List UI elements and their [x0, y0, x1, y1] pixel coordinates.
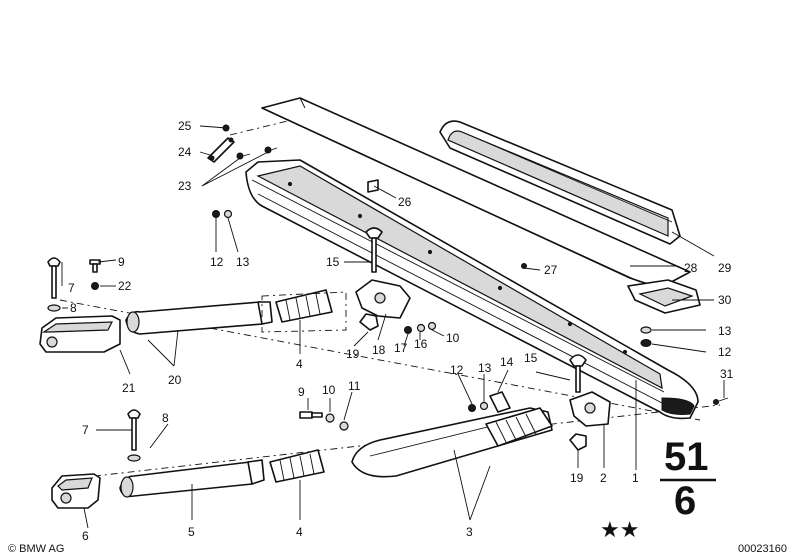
group-main-number: 51 — [664, 435, 709, 479]
callout-16: 16 — [414, 337, 428, 351]
part-27-screw — [521, 263, 527, 269]
callout-11: 11 — [348, 379, 361, 393]
callout-6: 6 — [82, 529, 89, 543]
callout-8-bottom: 8 — [162, 411, 169, 425]
part-12-nut-right — [640, 339, 652, 347]
part-12-nut-mid — [468, 404, 476, 412]
part-13-washer-mid — [479, 401, 489, 411]
callout-30: 30 — [718, 293, 732, 307]
part-1-bumper-bar — [245, 159, 699, 420]
callout-15-bottom: 15 — [524, 351, 538, 365]
shock-axis-upper — [261, 291, 347, 333]
group-sub-number: 6 — [674, 479, 696, 523]
callout-5: 5 — [188, 525, 195, 539]
part-9-bolt-upper — [89, 259, 101, 273]
callout-25: 25 — [178, 119, 192, 133]
part-8-washer-lower — [127, 454, 141, 462]
callout-7-bottom: 7 — [82, 423, 89, 437]
callout-22: 22 — [118, 279, 132, 293]
callout-26: 26 — [398, 195, 412, 209]
callout-18: 18 — [372, 343, 386, 357]
callout-28: 28 — [684, 261, 698, 275]
callout-1: 1 — [632, 471, 639, 485]
callout-10-top: 10 — [446, 331, 460, 345]
part-14-plate — [489, 391, 511, 413]
part-7-bolt-lower — [127, 409, 141, 451]
part-3-shroud — [351, 407, 553, 478]
callout-10-bottom: 10 — [322, 383, 336, 397]
part-19-nut-upper — [359, 313, 379, 331]
star-rating: ★★ — [600, 518, 639, 543]
part-8-washer-upper — [47, 304, 61, 312]
parts-17-16-10-hardware — [404, 321, 437, 334]
part-20-shock-tube-upper — [125, 301, 273, 335]
callout-19-top: 19 — [346, 347, 360, 361]
part-7-bolt-upper — [47, 257, 61, 299]
part-30-end-cap — [627, 279, 701, 314]
part-6-mount-block-lower — [51, 473, 101, 509]
assembly-axis-top — [229, 117, 301, 136]
part-2-bracket — [569, 391, 611, 427]
callout-19-bottom: 19 — [570, 471, 584, 485]
callout-17: 17 — [394, 341, 408, 355]
callout-12-right: 12 — [718, 345, 732, 359]
callout-7-top: 7 — [68, 281, 75, 295]
callout-labels: 25 24 23 26 12 13 15 27 28 29 30 13 12 9… — [68, 119, 734, 543]
callout-15-top: 15 — [326, 255, 340, 269]
part-31-screw — [713, 397, 729, 405]
part-5-shock-tube-lower — [119, 459, 265, 498]
callout-21: 21 — [122, 381, 136, 395]
part-25-bolt — [213, 124, 230, 132]
part-24-bracket — [207, 137, 235, 163]
part-22-nut-upper — [91, 282, 99, 290]
callout-8-top: 8 — [70, 301, 77, 315]
callout-29: 29 — [718, 261, 732, 275]
copyright-text: © BMW AG — [8, 543, 64, 555]
part-13-washer-upper — [223, 209, 233, 219]
group-number: 51 6 — [660, 435, 716, 523]
callout-13-right: 13 — [718, 324, 732, 338]
part-21-mount-block-upper — [39, 315, 121, 353]
callout-23: 23 — [178, 179, 192, 193]
leader-lines — [61, 125, 725, 529]
callout-14: 14 — [500, 355, 514, 369]
part-4-bellows-upper — [275, 289, 333, 323]
image-number: 00023160 — [738, 543, 787, 555]
part-15-bolt-lower — [569, 354, 587, 393]
parts-9-10-11-hardware-lower — [299, 411, 349, 431]
callout-12-left: 12 — [210, 255, 224, 269]
part-12-nut-upper — [212, 210, 220, 218]
callout-31: 31 — [720, 367, 734, 381]
part-13-washer-right — [640, 326, 652, 334]
part-15-bolt-upper — [365, 227, 383, 273]
part-18-bracket-upper — [355, 279, 411, 319]
callout-20: 20 — [168, 373, 182, 387]
part-28-trim-strip — [261, 97, 691, 289]
part-29-rubber-strip — [439, 120, 681, 245]
callout-3: 3 — [466, 525, 473, 539]
callout-13-mid: 13 — [478, 361, 492, 375]
callout-2: 2 — [600, 471, 607, 485]
callout-13-left: 13 — [236, 255, 250, 269]
callout-27: 27 — [544, 263, 558, 277]
part-19-nut-lower — [569, 433, 587, 451]
callout-4-bottom: 4 — [296, 525, 303, 539]
part-4-bellows-lower — [269, 449, 325, 483]
callout-24: 24 — [178, 145, 192, 159]
callout-4-top: 4 — [296, 357, 303, 371]
callout-9-bottom: 9 — [298, 385, 305, 399]
part-23-screws — [236, 146, 278, 160]
callout-12-mid: 12 — [450, 363, 464, 377]
callout-9-top: 9 — [118, 255, 125, 269]
part-26-clip — [367, 179, 379, 193]
